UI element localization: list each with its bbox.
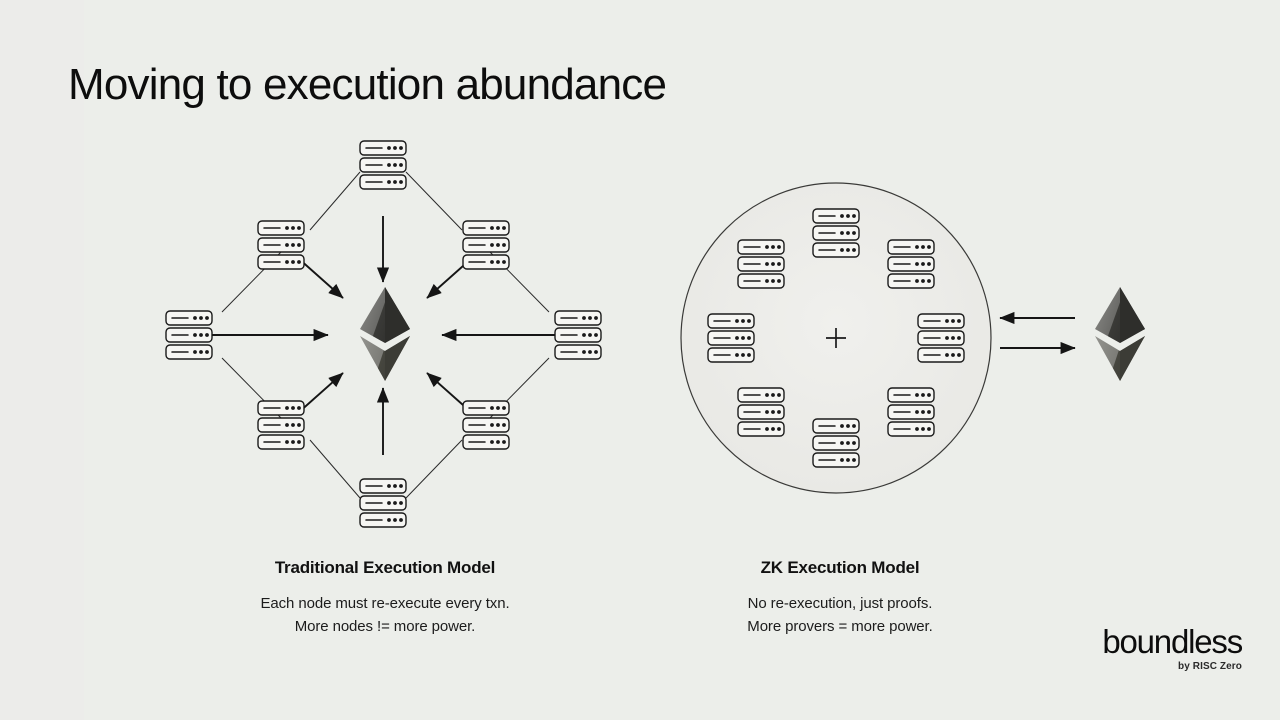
- node-lower-right: [462, 400, 510, 450]
- traditional-caption: Traditional Execution Model Each node mu…: [150, 558, 620, 639]
- zk-execution-diagram: [650, 130, 1210, 550]
- traditional-execution-diagram: [150, 130, 620, 550]
- logo-wordmark: boundless: [1102, 623, 1243, 660]
- plus-mark-icon: [826, 328, 846, 348]
- ethereum-logo-external: [1095, 287, 1145, 381]
- node-right: [554, 310, 602, 360]
- traditional-caption-line-1: Each node must re-execute every txn.: [260, 595, 510, 612]
- node-upper-right: [462, 220, 510, 270]
- proof-exchange-arrows: [999, 311, 1076, 355]
- node-bottom: [359, 478, 407, 528]
- prover-node-n: [812, 208, 860, 258]
- node-lower-left: [257, 400, 305, 450]
- prover-node-nw: [737, 239, 785, 289]
- traditional-caption-line-2: More nodes != more power.: [294, 618, 476, 636]
- zk-diagram-svg: [680, 182, 1145, 494]
- logo-tagline: by RISC Zero: [1178, 661, 1242, 672]
- traditional-caption-title: Traditional Execution Model: [274, 558, 496, 577]
- node-top: [359, 140, 407, 190]
- node-upper-left: [257, 220, 305, 270]
- traditional-diagram-svg: [165, 140, 602, 528]
- prover-node-s: [812, 418, 860, 468]
- prover-node-w: [707, 313, 755, 363]
- page-title: Moving to execution abundance: [68, 60, 667, 109]
- zk-caption-line-2: More provers = more power.: [747, 618, 933, 636]
- prover-node-e: [917, 313, 965, 363]
- ethereum-logo-center: [360, 287, 410, 381]
- brand-logo: boundless by RISC Zero: [1102, 623, 1243, 672]
- prover-node-se: [887, 387, 935, 437]
- prover-node-sw: [737, 387, 785, 437]
- zk-caption-line-1: No re-execution, just proofs.: [747, 595, 933, 612]
- node-left: [165, 310, 213, 360]
- prover-node-ne: [887, 239, 935, 289]
- arrow-from-upper-left: [297, 257, 344, 299]
- zk-caption-title: ZK Execution Model: [760, 558, 920, 577]
- arrow-from-lower-left: [297, 372, 344, 414]
- zk-caption: ZK Execution Model No re-execution, just…: [620, 558, 1060, 639]
